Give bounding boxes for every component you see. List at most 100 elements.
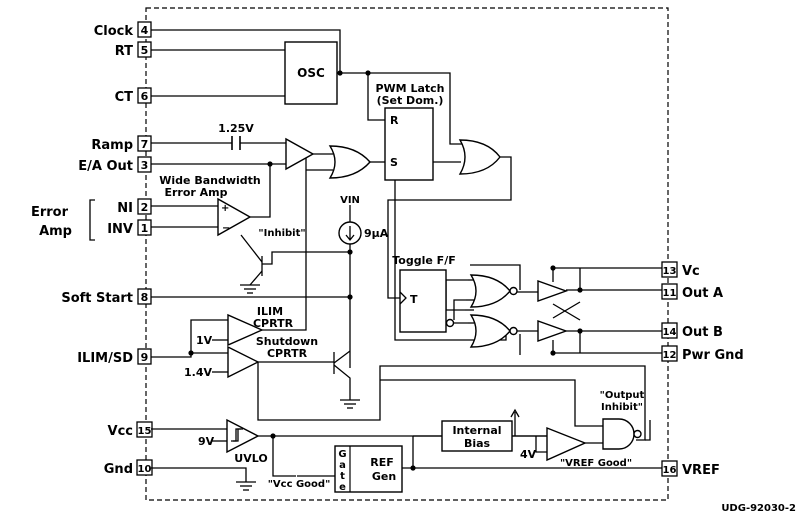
pin-out-a-box xyxy=(661,283,678,300)
current-source-arrow xyxy=(345,226,355,242)
pwm-latch-label: PWM Latch xyxy=(375,82,444,95)
pin-ct-number: 6 xyxy=(141,90,149,103)
error-amp-title-2: Error Amp xyxy=(164,186,227,199)
pin-rt-label: RT xyxy=(115,44,133,59)
ilim-ref-1v-label: 1V xyxy=(196,334,213,347)
output-driver-b xyxy=(537,320,569,342)
pwm-latch-sublabel: (Set Dom.) xyxy=(377,94,444,107)
pin-rt: RT 5 xyxy=(115,41,152,59)
pin-clock: Clock 4 xyxy=(94,21,152,39)
or-gate-latch xyxy=(458,139,501,175)
ground-shutdown xyxy=(340,399,360,409)
vcc-good-label: "Vcc Good" xyxy=(268,479,331,490)
uvlo-ref-9v-label: 9V xyxy=(198,435,215,448)
inhibit-label: "Inhibit" xyxy=(258,228,305,239)
pin-vc-box xyxy=(661,261,678,278)
uvlo-label: UVLO xyxy=(234,452,267,465)
pin-ni-number: 2 xyxy=(141,201,149,214)
osc-block xyxy=(284,41,338,105)
error-amp xyxy=(217,197,252,237)
internal-bias-label-2: Bias xyxy=(464,437,491,450)
pin-out-a-number: 11 xyxy=(663,288,677,299)
pin-ramp: Ramp 7 xyxy=(91,135,152,153)
pin-vref: 16 VREF xyxy=(661,460,720,478)
ref-gen-label-1: REF xyxy=(370,456,394,469)
pin-rt-number: 5 xyxy=(141,44,149,57)
pin-ilim-sd: ILIM/SD 9 xyxy=(77,348,152,366)
output-inhibit-label-2: Inhibit" xyxy=(601,402,643,413)
nor-gate-a xyxy=(469,274,511,308)
toggle-ff-t-label: T xyxy=(410,293,418,306)
pin-soft-start-number: 8 xyxy=(141,291,149,304)
pin-soft-start: Soft Start 8 xyxy=(61,288,152,306)
pin-ilim-sd-number: 9 xyxy=(141,351,149,364)
pin-inv-number: 1 xyxy=(141,222,149,235)
toggle-ff-block xyxy=(399,269,447,333)
vref-good-comparator xyxy=(546,426,587,462)
pwm-latch-r-label: R xyxy=(390,114,399,127)
pin-ramp-number: 7 xyxy=(141,138,149,151)
toggle-ff-label: Toggle F/F xyxy=(392,254,455,267)
ramp-capacitor xyxy=(231,136,241,150)
ground-gnd-pin xyxy=(236,481,256,491)
ilim-cprtr-label-1: ILIM xyxy=(257,305,283,318)
junction-dots xyxy=(188,70,583,471)
internal-bias-label-1: Internal xyxy=(452,424,501,437)
gate-letter-e: e xyxy=(339,482,346,493)
ref-gen-block xyxy=(334,445,403,493)
internal-bias-block xyxy=(441,420,513,452)
gate-letter-t: t xyxy=(340,471,345,482)
vref-good-label: "VREF Good" xyxy=(560,458,632,469)
capacitor-voltage-label: 1.25V xyxy=(218,122,254,135)
vref-good-ref-4v-label: 4V xyxy=(520,448,537,461)
error-amp-plus-sign: + xyxy=(221,203,229,214)
pin-inv: INV 1 xyxy=(107,219,152,237)
shutdown-comparator xyxy=(227,345,260,379)
pin-out-b: 14 Out B xyxy=(661,322,723,340)
shutdown-cprtr-label-1: Shutdown xyxy=(256,335,318,348)
pin-ct-label: CT xyxy=(115,90,134,105)
error-amp-group-bracket xyxy=(89,199,95,241)
ilim-cprtr-label-2: CPRTR xyxy=(253,317,294,330)
nor-gate-a-bubble xyxy=(509,286,518,296)
output-driver-a xyxy=(537,280,569,302)
pin-pwr-gnd-label: Pwr Gnd xyxy=(682,348,744,363)
ilim-comparator xyxy=(227,313,264,347)
pin-ramp-label: Ramp xyxy=(91,138,133,153)
output-inhibit-label-1: "Output xyxy=(600,390,645,401)
ref-gen-label-2: Gen xyxy=(372,470,396,483)
pin-pwr-gnd-number: 12 xyxy=(663,350,677,361)
current-source-label: 9µA xyxy=(364,227,389,240)
toggle-ff-qbar-bubble xyxy=(445,318,455,328)
error-amp-minus-sign: − xyxy=(222,223,230,234)
gate-letter-g: G xyxy=(338,449,346,460)
toggle-ff-clock-edge xyxy=(399,291,407,305)
gate-letter-a: a xyxy=(339,460,346,471)
pin-out-a: 11 Out A xyxy=(661,283,723,301)
pin-ni-label: NI xyxy=(117,201,133,216)
pin-ea-out: E/A Out 3 xyxy=(78,156,152,174)
pwm-latch-s-label: S xyxy=(390,156,398,169)
error-amp-group-label-1: Error xyxy=(31,205,69,220)
pin-ct: CT 6 xyxy=(115,87,152,105)
shutdown-cprtr-label-2: CPRTR xyxy=(267,347,308,360)
pin-ea-out-label: E/A Out xyxy=(78,159,133,174)
nor-gate-b xyxy=(469,314,511,348)
nor-gate-b-bubble xyxy=(509,326,518,336)
pin-vc-label: Vc xyxy=(682,264,700,279)
figure-id: UDG-92030-2 xyxy=(721,503,796,514)
shutdown-ref-1-4v-label: 1.4V xyxy=(184,366,212,379)
pin-clock-number: 4 xyxy=(141,24,149,37)
uvlo-hysteresis-icon-2 xyxy=(233,428,243,442)
osc-label: OSC xyxy=(297,66,325,80)
pin-out-b-label: Out B xyxy=(682,325,723,340)
vin-label: VIN xyxy=(340,195,360,206)
pin-ilim-sd-label: ILIM/SD xyxy=(77,351,133,366)
pin-vcc-label: Vcc xyxy=(108,424,133,439)
pin-vref-label: VREF xyxy=(682,463,720,478)
pin-gnd-number: 10 xyxy=(138,464,152,475)
pin-vref-number: 16 xyxy=(663,465,677,476)
pin-inv-label: INV xyxy=(107,222,133,237)
error-amp-title-1: Wide Bandwidth xyxy=(159,174,260,187)
pin-clock-label: Clock xyxy=(94,24,134,39)
